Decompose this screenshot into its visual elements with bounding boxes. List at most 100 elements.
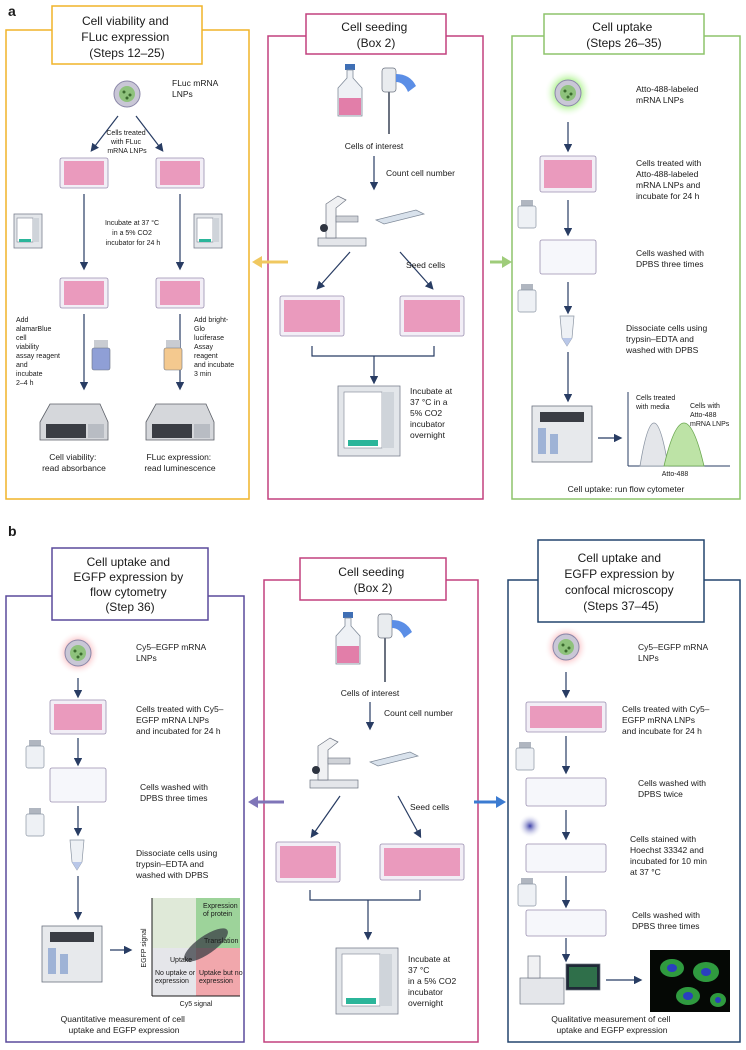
media-bottle-icon: [517, 199, 537, 229]
panel-b-center-title: Cell seeding (Box 2): [338, 565, 407, 595]
plate-24-icon: [539, 155, 597, 193]
plate-24-icon: [49, 699, 107, 735]
hemocytometer-icon: [369, 751, 419, 767]
panel-b-center-title-box: [299, 557, 447, 601]
dpbs-bottle-icon: [517, 283, 537, 313]
panel-a-right-title-box: [543, 13, 705, 55]
b-right-treated-label: Cells treated with Cy5– EGFP mRNA LNPs a…: [622, 704, 712, 736]
histogram-axis-label: Atto-488: [662, 471, 689, 478]
glo-label: Add bright- Glo luciferase Assay reagent…: [194, 317, 236, 378]
seed-cells-label: Seed cells: [406, 260, 445, 270]
cell-uptake-caption: Cell uptake: run flow cytometer: [568, 484, 685, 494]
chamber-slide-empty-icon: [525, 909, 607, 937]
chamber-slide-icon: [525, 701, 607, 733]
atto-lnp-icon: [554, 79, 582, 107]
plate-96-icon: [59, 277, 109, 309]
fluc-lnp-label: FLuc mRNA LNPs: [172, 78, 220, 99]
panel-a-left-title: Cell viability and FLuc expression (Step…: [81, 14, 172, 60]
hoechst-glow-icon: [518, 814, 542, 838]
plate-24-empty-icon: [49, 767, 107, 803]
plate-reader-icon: [39, 403, 109, 441]
incubator-icon: [193, 213, 223, 249]
hemocytometer-icon: [375, 209, 425, 225]
q-no-label: No uptake or expression: [155, 970, 197, 985]
panel-a-letter: a: [8, 3, 16, 19]
histogram: [627, 392, 730, 467]
plate-24-icon: [275, 841, 341, 883]
confocal-image: [650, 950, 730, 1012]
panel-a-left-title-box: [51, 5, 203, 65]
dpbs-bottle-icon: [517, 877, 537, 907]
atto-treated-label: Cells treated with Atto-488-labeled mRNA…: [636, 158, 704, 201]
alamar-label: Add alamarBlue cell viability assay reag…: [16, 317, 62, 387]
plate-96-icon: [59, 157, 109, 189]
pipette-icon: [377, 613, 412, 682]
b-center-incubate-label: Incubate at 37 °C in a 5% CO2 incubator …: [408, 954, 459, 1008]
arrow-a-left-1: [90, 115, 119, 152]
fluc-expression-label: FLuc expression: read luminescence: [144, 452, 216, 473]
panel-b-letter: b: [8, 523, 17, 539]
chamber-slide-icon: [379, 843, 465, 881]
centrifuge-tube-icon: [559, 315, 575, 347]
b-left-caption: Quantitative measurement of cell uptake …: [61, 1014, 188, 1035]
incubator-icon: [337, 385, 401, 457]
q-uptake-no-label: Uptake but no expression: [199, 970, 245, 985]
plate-reader-icon: [145, 403, 215, 441]
plate-96-icon: [155, 157, 205, 189]
atto-lnp-label: Atto-488-labeled mRNA LNPs: [636, 84, 701, 105]
panel-b-left-title-box: [51, 547, 209, 621]
flow-cytometer-icon: [41, 925, 103, 983]
cells-of-interest-label: Cells of interest: [341, 688, 400, 698]
plate-96-icon: [279, 295, 345, 337]
count-label: Count cell number: [384, 708, 453, 718]
b-right-washed-label: Cells washed with DPBS twice: [638, 778, 708, 799]
q-uptake-label: Uptake: [170, 957, 192, 964]
media-bottle-icon: [515, 741, 535, 771]
dpbs-bottle-icon: [25, 807, 45, 837]
plate-24-icon: [399, 295, 465, 337]
x-axis-label: Cy5 signal: [180, 1001, 213, 1008]
fluc-treated-label: Cells treated with FLuc mRNA LNPs: [106, 130, 147, 155]
q-expression-label: Expression of protein: [203, 903, 240, 918]
b-left-lnp-label: Cy5–EGFP mRNA LNPs: [136, 642, 208, 663]
fluc-incubate-label: Incubate at 37 °C in a 5% CO2 incubator …: [105, 219, 161, 247]
b-right-lnp-label: Cy5–EGFP mRNA LNPs: [638, 642, 710, 663]
panel-b-right-title-box: [537, 539, 705, 623]
quadrant-plot: [151, 898, 240, 997]
media-cells-label: Cells treated with media: [635, 395, 677, 411]
panel-b-right-title: Cell uptake and EGFP expression by confo…: [564, 551, 677, 613]
count-label: Count cell number: [386, 168, 455, 178]
microscope-icon: [317, 195, 367, 247]
fluc-lnp-icon: [113, 80, 141, 108]
flow-cytometer-icon: [531, 405, 593, 463]
microscope-icon: [309, 737, 359, 789]
alamarblue-vial-icon: [91, 340, 111, 371]
panel-a-center-title: Cell seeding (Box 2): [341, 20, 410, 50]
chamber-slide-empty-icon: [525, 843, 607, 873]
cy5-lnp-icon: [64, 639, 92, 667]
arrow-a-left-2: [135, 115, 164, 152]
culture-flask-icon: [337, 63, 363, 117]
culture-flask-icon: [335, 611, 361, 665]
seed-cells-label: Seed cells: [410, 802, 449, 812]
b-left-treated-label: Cells treated with Cy5– EGFP mRNA LNPs a…: [136, 704, 226, 736]
b-right-washed3-label: Cells washed with DPBS three times: [632, 910, 702, 931]
confocal-microscope-icon: [519, 955, 601, 1005]
cy5-lnp-icon: [552, 633, 580, 661]
atto-cells-label: Cells with Atto-488 mRNA LNPs: [690, 403, 730, 428]
b-right-stained-label: Cells stained with Hoechst 33342 and inc…: [630, 834, 709, 877]
pipette-icon: [381, 67, 416, 134]
atto-dissociate-label: Dissociate cells using trypsin–EDTA and …: [625, 323, 710, 355]
panel-a-right-title: Cell uptake (Steps 26–35): [586, 20, 661, 50]
b-right-caption: Qualitative measurement of cell uptake a…: [551, 1014, 672, 1035]
chamber-slide-empty-icon: [525, 777, 607, 807]
center-incubate-label: Incubate at 37 °C in a 5% CO2 incubator …: [410, 386, 454, 440]
centrifuge-tube-icon: [69, 839, 85, 871]
cells-of-interest-label: Cells of interest: [345, 141, 404, 151]
panel-b-left-title: Cell uptake and EGFP expression by flow …: [73, 555, 186, 614]
incubator-icon: [335, 947, 399, 1015]
atto-washed-label: Cells washed with DPBS three times: [636, 248, 706, 269]
y-axis-label: EGFP signal: [141, 928, 148, 968]
b-left-dissociate-label: Dissociate cells using trypsin–EDTA and …: [135, 848, 220, 880]
